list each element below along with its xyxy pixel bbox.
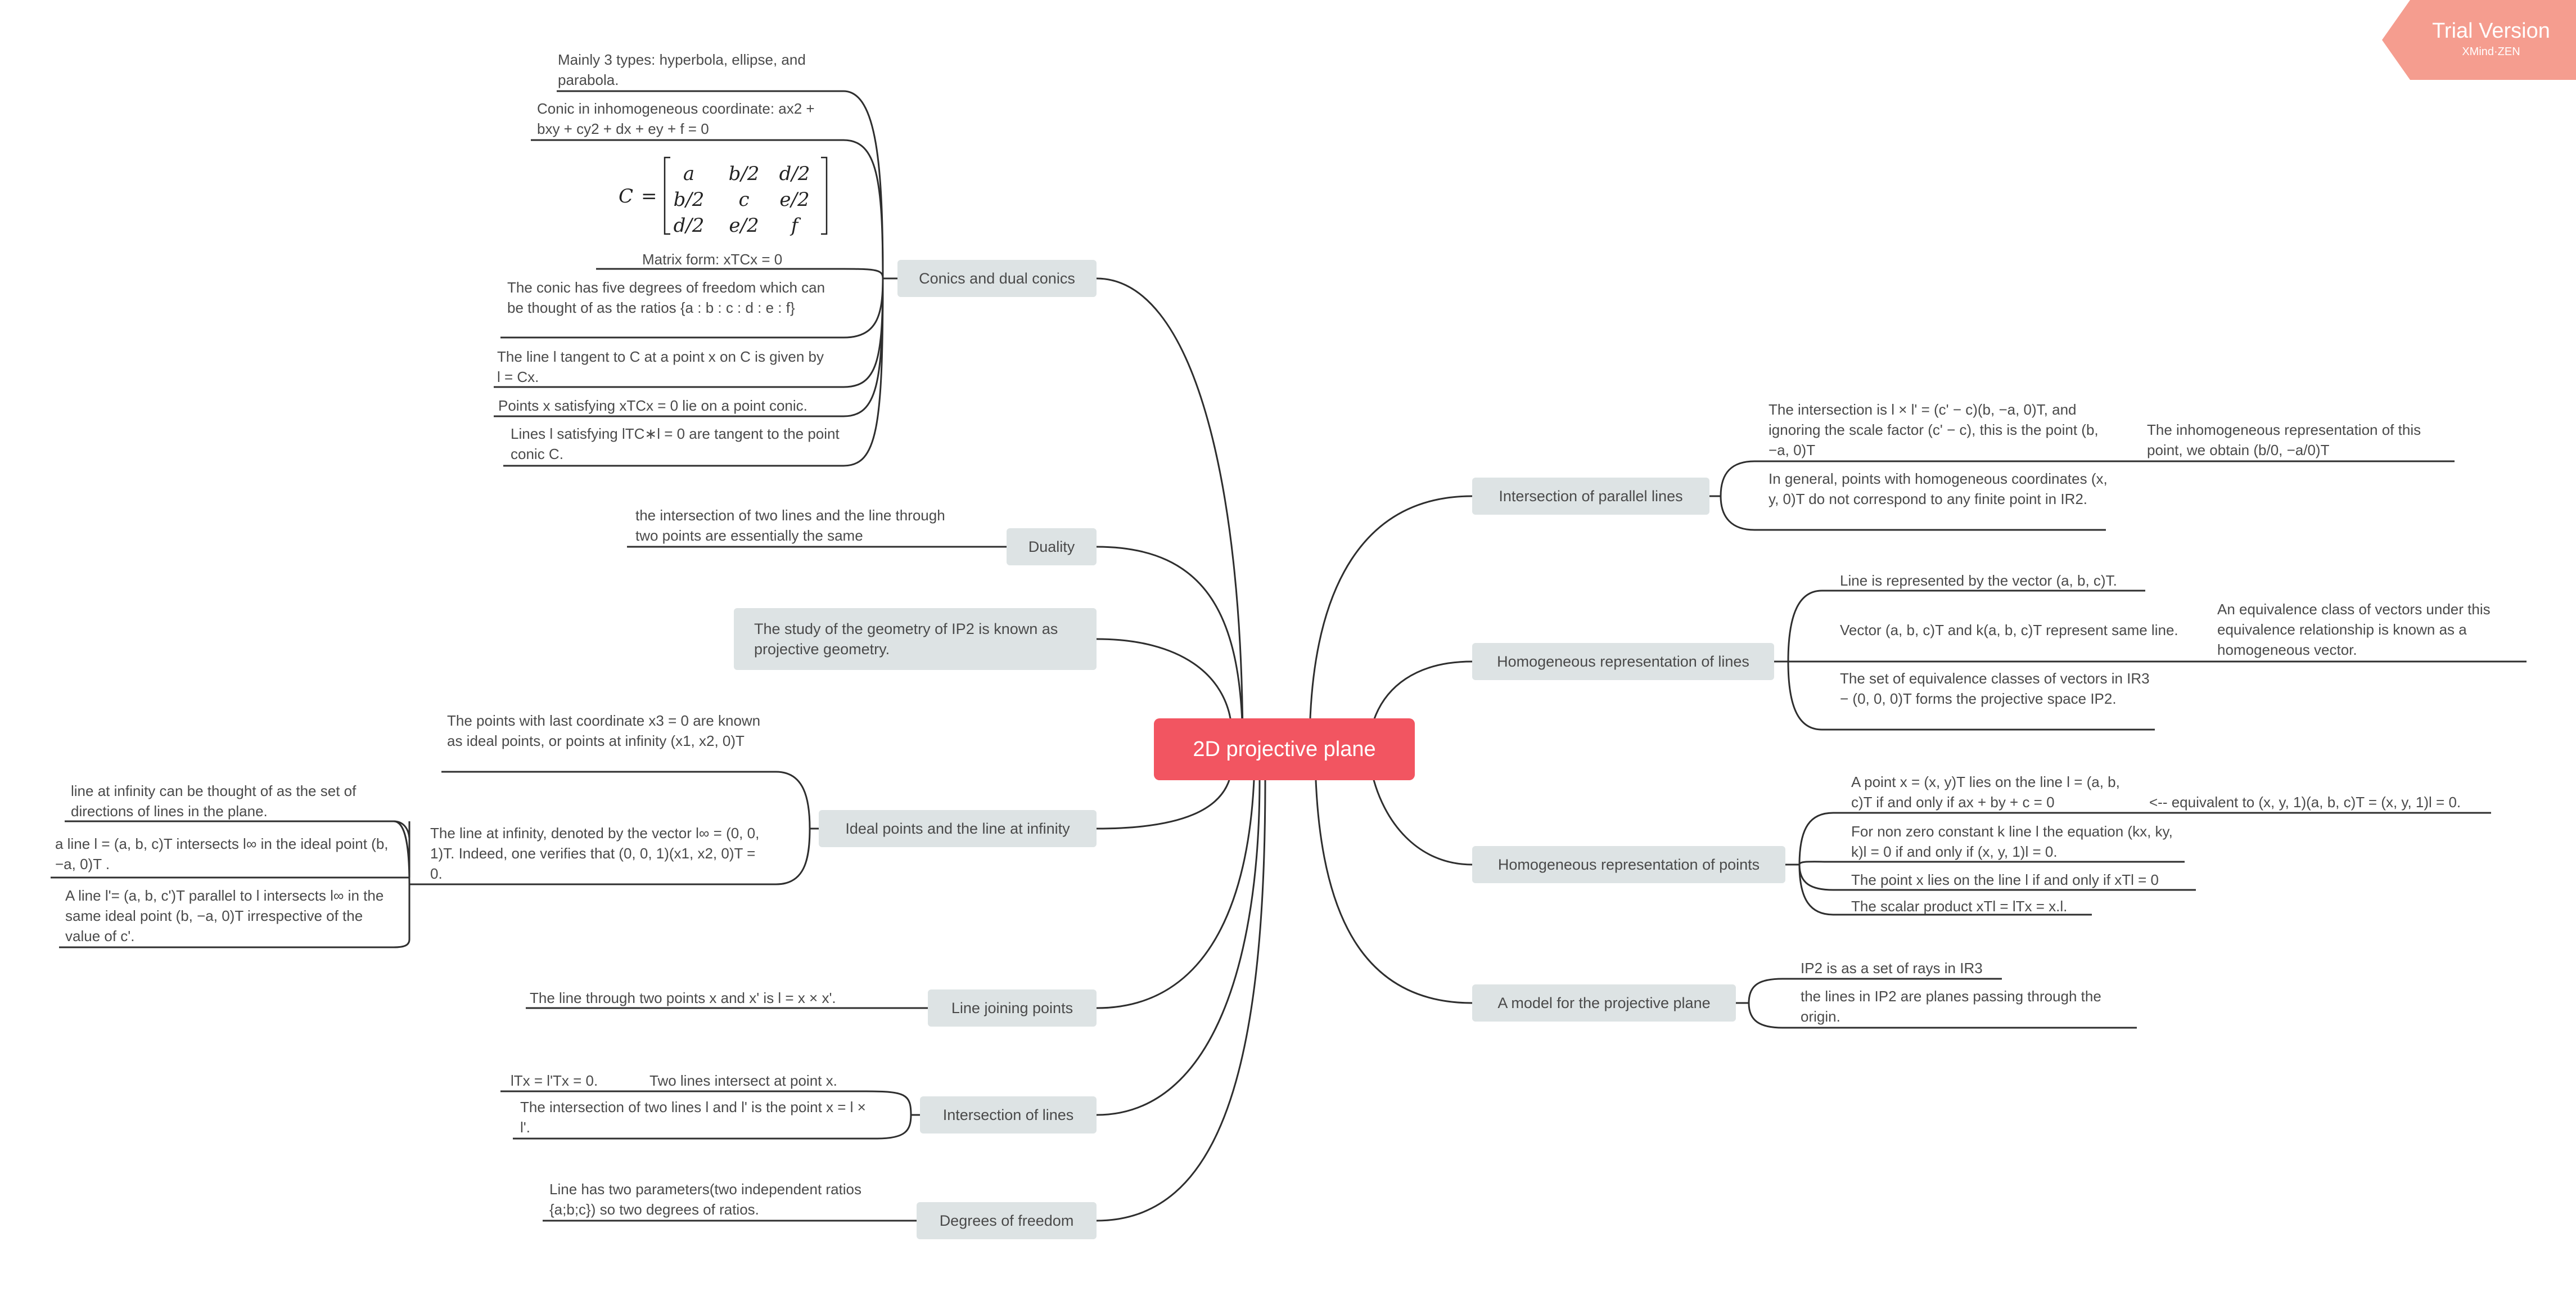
- matrix-cell: c: [738, 188, 749, 211]
- topic-duality[interactable]: Duality: [1007, 528, 1097, 565]
- leaf-nonzero-constant: For non zero constant k line l the equat…: [1851, 823, 2173, 860]
- root-topic[interactable]: 2D projective plane: [1154, 718, 1415, 780]
- matrix-cell: d/2: [779, 163, 810, 185]
- subleaf-directions: line at infinity can be thought of as th…: [71, 782, 357, 820]
- leaf-point-on-line: A point x = (x, y)T lies on the line l =…: [1851, 773, 2120, 811]
- leaf-point-conic: Points x satisfying xTCx = 0 lie on a po…: [498, 397, 807, 414]
- leaf-set-of-rays: IP2 is as a set of rays in IR3: [1801, 960, 1983, 977]
- subleaf-intersects-infinity: a line l = (a, b, c)T intersects l∞ in t…: [55, 835, 389, 872]
- topic-homogeneous-lines[interactable]: Homogeneous representation of lines: [1472, 643, 1774, 680]
- subleaf-inhomogeneous-point: The inhomogeneous representation of this…: [2147, 421, 2421, 458]
- connector-duality: [1096, 546, 1244, 750]
- topic-degrees-freedom[interactable]: Degrees of freedom: [917, 1202, 1097, 1239]
- matrix-cell: b/2: [674, 188, 705, 211]
- subleaf-parallel-line: A line l'= (a, b, c')T parallel to l int…: [65, 887, 384, 944]
- leaf-intersection-point: The intersection of two lines l and l' i…: [520, 1099, 866, 1136]
- matrix-equals: =: [641, 185, 657, 208]
- root-label: 2D projective plane: [1193, 737, 1376, 761]
- connector-model: [1315, 780, 1473, 1004]
- connector-intersection: [1096, 780, 1261, 1116]
- connector-conics: [1096, 277, 1244, 750]
- topic-hom-lines-label: Homogeneous representation of lines: [1497, 653, 1749, 670]
- leaf-conic-types: Mainly 3 types: hyperbola, ellipse, and …: [558, 51, 806, 88]
- topic-projective-geometry[interactable]: The study of the geometry of IP2 is know…: [734, 608, 1097, 670]
- leaf-duality: the intersection of two lines and the li…: [635, 507, 945, 544]
- topic-conics-label: Conics and dual conics: [919, 269, 1075, 287]
- matrix-cell: d/2: [674, 214, 705, 237]
- topic-hom-points-label: Homogeneous representation of points: [1497, 856, 1760, 873]
- leaf-conic-inhomogeneous: Conic in inhomogeneous coordinate: ax2 +…: [537, 100, 815, 137]
- trial-title: Trial Version: [2432, 19, 2550, 43]
- connector-hom-lines: [1371, 660, 1473, 726]
- leaf-line-parameters: Line has two parameters(two independent …: [549, 1181, 861, 1218]
- topic-homogeneous-points[interactable]: Homogeneous representation of points: [1472, 846, 1785, 883]
- matrix-cell: e/2: [779, 188, 809, 211]
- matrix-cell: e/2: [729, 214, 759, 237]
- topic-conics[interactable]: Conics and dual conics: [897, 260, 1097, 297]
- leaf-planes-through-origin: the lines in IP2 are planes passing thro…: [1801, 988, 2101, 1025]
- connector-ideal: [1096, 770, 1233, 830]
- leaf-tangent-line: The line l tangent to C at a point x on …: [497, 348, 824, 385]
- topic-study-label: The study of the geometry of IP2 is know…: [754, 620, 1058, 658]
- topic-parallel-label: Intersection of parallel lines: [1499, 487, 1683, 505]
- topic-intersection-lines[interactable]: Intersection of lines: [920, 1096, 1097, 1133]
- leaf-ideal-points: The points with last coordinate x3 = 0 a…: [447, 712, 761, 749]
- leaf-points-at-infinity: In general, points with homogeneous coor…: [1769, 470, 2108, 507]
- topic-parallel-lines[interactable]: Intersection of parallel lines: [1472, 478, 1709, 515]
- topic-line-joining[interactable]: Line joining points: [928, 989, 1097, 1027]
- topic-model-label: A model for the projective plane: [1497, 994, 1711, 1011]
- leaf-conic-dof: The conic has five degrees of freedom wh…: [507, 279, 825, 316]
- matrix-cell: b/2: [729, 163, 760, 185]
- topic-projective-model[interactable]: A model for the projective plane: [1472, 984, 1736, 1022]
- leaf-line-through-points: The line through two points x and x' is …: [530, 989, 836, 1006]
- leaf-parallel-intersection: The intersection is l × l' = (c' − c)(b,…: [1769, 401, 2099, 458]
- connector-hom-points: [1371, 773, 1473, 866]
- leaf-projective-space: The set of equivalence classes of vector…: [1840, 670, 2150, 707]
- leaf-scalar-product: The scalar product xTl = lTx = x.l.: [1851, 898, 2068, 915]
- connector-study: [1096, 638, 1233, 726]
- leaf-line-at-infinity: The line at infinity, denoted by the vec…: [430, 825, 760, 882]
- leaf-point-lies-on-line: The point x lies on the line l if and on…: [1851, 871, 2159, 888]
- conic-matrix: C = a b/2 d/2 b/2 c e/2 d/2 e/2 f: [619, 156, 828, 237]
- matrix-cell: a: [683, 163, 694, 185]
- subleaf-equivalent-form: <-- equivalent to (x, y, 1)(a, b, c)T = …: [2149, 794, 2461, 811]
- leaf-matrix-form: Matrix form: xTCx = 0: [642, 251, 783, 268]
- leaf-line-vector: Line is represented by the vector (a, b,…: [1840, 572, 2117, 589]
- trial-subtitle: XMind·ZEN: [2462, 46, 2520, 58]
- topic-duality-label: Duality: [1028, 538, 1075, 555]
- subleaf-homogeneous-vector: An equivalence class of vectors under th…: [2217, 601, 2491, 658]
- matrix-symbol: C: [619, 185, 633, 208]
- trial-banner: [2382, 0, 2576, 80]
- leaf-dual-conic: Lines l satisfying lTC∗l = 0 are tangent…: [511, 425, 840, 462]
- leaf-two-lines-intersect: Two lines intersect at point x.: [649, 1072, 837, 1089]
- connector-joining: [1096, 780, 1255, 1009]
- connector-dof: [1096, 780, 1266, 1222]
- connector-parallel: [1309, 495, 1473, 719]
- topic-intersection-label: Intersection of lines: [942, 1106, 1074, 1123]
- topic-ideal-label: Ideal points and the line at infinity: [845, 820, 1070, 837]
- topic-dof-label: Degrees of freedom: [939, 1212, 1074, 1229]
- topic-ideal-points[interactable]: Ideal points and the line at infinity: [819, 810, 1097, 847]
- topic-joining-label: Line joining points: [951, 999, 1073, 1016]
- matrix-cell: f: [790, 214, 801, 237]
- trial-watermark: Trial Version XMind·ZEN: [2418, 19, 2564, 59]
- subleaf-incidence: lTx = l'Tx = 0.: [511, 1072, 598, 1089]
- leaf-same-line: Vector (a, b, c)T and k(a, b, c)T repres…: [1840, 622, 2178, 638]
